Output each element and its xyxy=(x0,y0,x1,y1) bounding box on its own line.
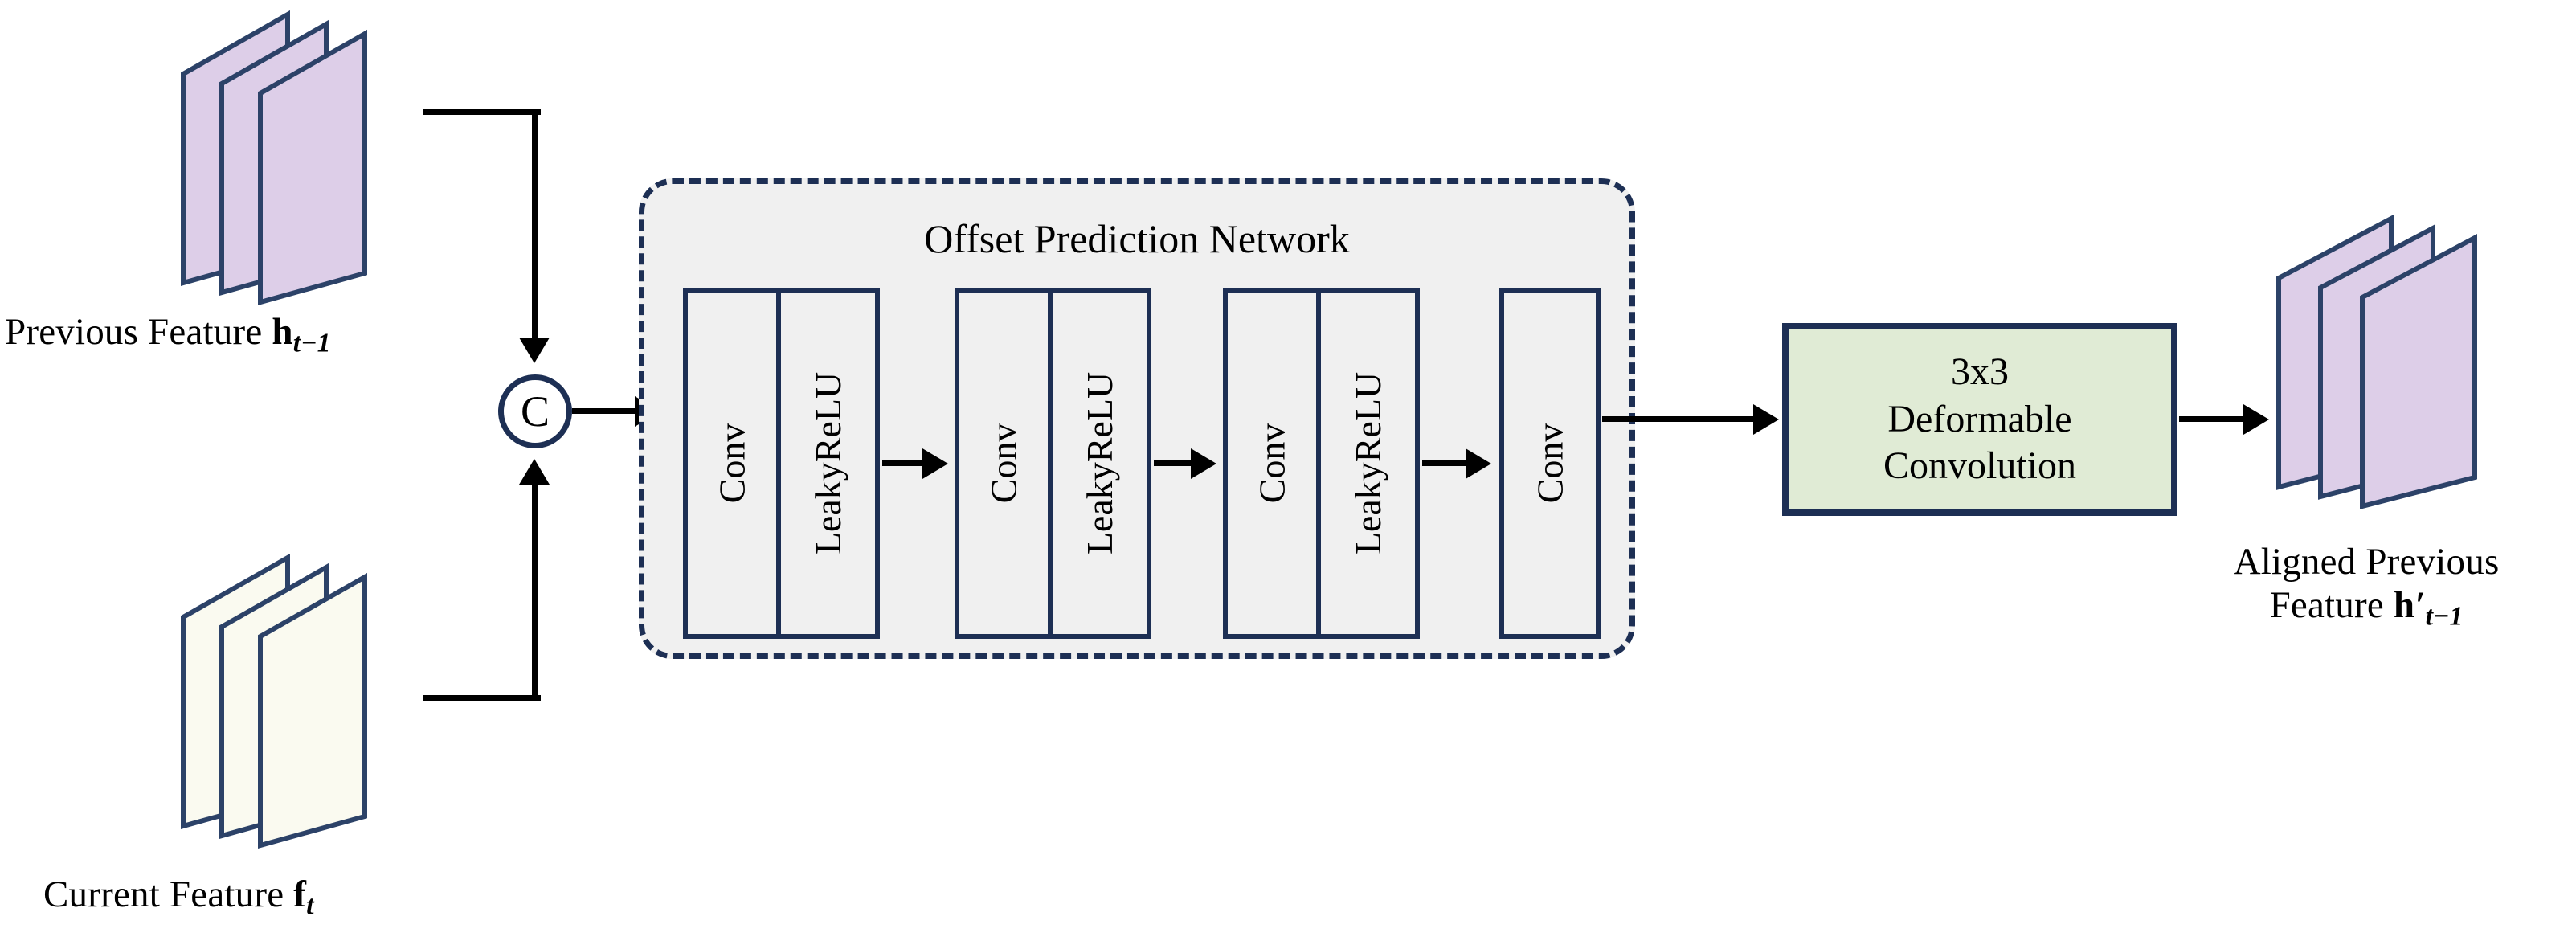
concat-node[interactable]: C xyxy=(498,374,572,448)
layer-group-1[interactable]: Conv LeakyReLU xyxy=(683,288,880,639)
layer-group-3[interactable]: Conv LeakyReLU xyxy=(1223,288,1420,639)
arrowhead-group2 xyxy=(922,448,948,479)
wire-group1-to-group2 xyxy=(882,460,929,466)
conv-block-1[interactable]: Conv xyxy=(688,293,776,634)
previous-feature-text: Previous Feature xyxy=(5,311,272,353)
wire-previous-vertical xyxy=(532,109,538,338)
conv-block-4-label: Conv xyxy=(1529,423,1571,504)
current-feature-symbol: f xyxy=(293,873,307,915)
current-feature-subscript: t xyxy=(306,890,314,921)
arrowhead-into-concat-top xyxy=(519,338,550,363)
aligned-feature-prime: ′ xyxy=(2414,584,2426,627)
conv-block-3-label: Conv xyxy=(1251,423,1293,504)
conv-block-3[interactable]: Conv xyxy=(1228,293,1316,634)
deformable-line-2: Deformable xyxy=(1887,397,2072,440)
layer-group-4[interactable]: Conv xyxy=(1499,288,1601,639)
wire-deformable-to-output xyxy=(2179,416,2258,422)
current-feature-text: Current Feature xyxy=(43,873,294,915)
current-feature-stack xyxy=(175,546,416,849)
wire-group3-to-group4 xyxy=(1422,460,1472,466)
aligned-feature-symbol: h xyxy=(2393,584,2415,627)
aligned-feature-line-2: Feature h′t−1 xyxy=(2173,583,2559,632)
arrowhead-into-concat-bottom xyxy=(519,459,550,485)
concat-symbol: C xyxy=(520,387,550,436)
wire-current-vertical xyxy=(532,485,538,698)
layer-group-2[interactable]: Conv LeakyReLU xyxy=(955,288,1151,639)
arrowhead-group4 xyxy=(1466,448,1491,479)
conv-block-1-label: Conv xyxy=(711,423,753,504)
deformable-line-1: 3x3 xyxy=(1951,350,2009,394)
aligned-feature-label: Aligned Previous Feature h′t−1 xyxy=(2173,540,2559,632)
leakyrelu-block-2-label: LeakyReLU xyxy=(1079,371,1121,555)
arrowhead-into-deformable xyxy=(1753,404,1779,435)
previous-feature-symbol: h xyxy=(272,311,293,353)
wire-opn-to-deformable xyxy=(1602,416,1764,422)
conv-block-4[interactable]: Conv xyxy=(1504,293,1596,634)
wire-group2-to-group3 xyxy=(1154,460,1197,466)
leakyrelu-block-2[interactable]: LeakyReLU xyxy=(1048,293,1147,634)
arrowhead-into-output xyxy=(2243,404,2269,435)
aligned-feature-text: Feature xyxy=(2269,584,2394,627)
leakyrelu-block-1-label: LeakyReLU xyxy=(808,371,849,555)
wire-current-horizontal xyxy=(423,695,541,701)
leakyrelu-block-1[interactable]: LeakyReLU xyxy=(776,293,875,634)
aligned-feature-line-1: Aligned Previous xyxy=(2233,541,2500,583)
current-feature-label: Current Feature ft xyxy=(43,873,313,922)
leakyrelu-block-3-label: LeakyReLU xyxy=(1347,371,1389,555)
wire-previous-horizontal xyxy=(423,109,541,115)
conv-block-2-label: Conv xyxy=(983,423,1024,504)
offset-prediction-network-title: Offset Prediction Network xyxy=(924,216,1350,261)
previous-feature-label: Previous Feature ht−1 xyxy=(5,310,331,359)
previous-feature-stack xyxy=(175,3,416,305)
aligned-feature-subscript: t−1 xyxy=(2425,601,2464,632)
leakyrelu-block-3[interactable]: LeakyReLU xyxy=(1316,293,1415,634)
arrowhead-group3 xyxy=(1191,448,1216,479)
deformable-line-3: Convolution xyxy=(1883,444,2077,488)
conv-block-2[interactable]: Conv xyxy=(959,293,1048,634)
previous-feature-subscript: t−1 xyxy=(292,328,331,358)
deformable-convolution-block[interactable]: 3x3 Deformable Convolution xyxy=(1782,323,2177,516)
wire-concat-to-opn xyxy=(572,408,649,414)
aligned-feature-stack xyxy=(2271,207,2536,529)
